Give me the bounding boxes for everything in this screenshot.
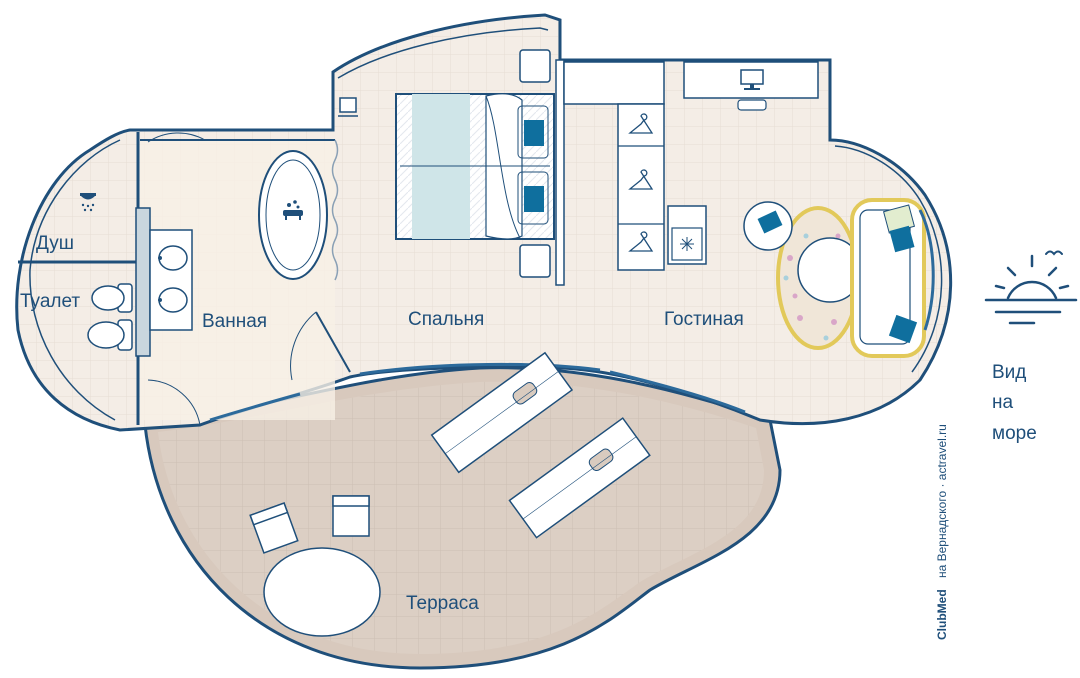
sun-lounger-1 bbox=[430, 351, 574, 474]
terrace-chair-2 bbox=[332, 495, 370, 537]
label-terrace: Терраса bbox=[406, 593, 479, 614]
terrace-table bbox=[263, 547, 381, 637]
nightstand-bottom bbox=[519, 244, 551, 278]
hanger-icon bbox=[628, 113, 654, 252]
armchair bbox=[743, 201, 793, 251]
toilet bbox=[87, 319, 133, 351]
credit-brand: ClubMed bbox=[935, 589, 949, 640]
toilet-fixtures bbox=[87, 283, 133, 351]
sea-view-line-2: на bbox=[992, 392, 1013, 413]
bathtub bbox=[258, 150, 328, 280]
label-toilet: Туалет bbox=[20, 291, 80, 312]
safe-icon bbox=[680, 237, 694, 251]
sofa bbox=[850, 198, 926, 358]
sea-view-line-1: Вид bbox=[992, 362, 1026, 383]
wall-heater bbox=[338, 97, 358, 117]
shower-icon bbox=[80, 193, 96, 212]
terrace-chair-1 bbox=[249, 502, 299, 554]
nightstand-top bbox=[519, 49, 551, 83]
label-shower: Душ bbox=[36, 233, 74, 254]
bed bbox=[395, 93, 555, 240]
bathtub-icon bbox=[283, 200, 303, 220]
label-living-room: Гостиная bbox=[664, 309, 744, 330]
label-bathroom: Ванная bbox=[202, 311, 267, 332]
safe bbox=[667, 205, 707, 265]
sun-lounger-2 bbox=[508, 417, 651, 539]
bidet bbox=[91, 283, 133, 313]
credit: ClubMed на Вернадского · actravel.ru bbox=[935, 424, 949, 640]
desk bbox=[683, 61, 819, 111]
shower-area bbox=[80, 193, 96, 212]
sea-view-line-3: море bbox=[992, 423, 1037, 444]
label-bedroom: Спальня bbox=[408, 309, 484, 330]
credit-text: на Вернадского · actravel.ru bbox=[935, 424, 949, 578]
sink-vanity bbox=[135, 207, 193, 357]
living-glazing bbox=[918, 209, 935, 331]
monitor-icon bbox=[740, 69, 764, 90]
terrace-glazing bbox=[209, 362, 746, 422]
wardrobe bbox=[563, 61, 665, 271]
sunset-icon bbox=[984, 250, 1078, 325]
